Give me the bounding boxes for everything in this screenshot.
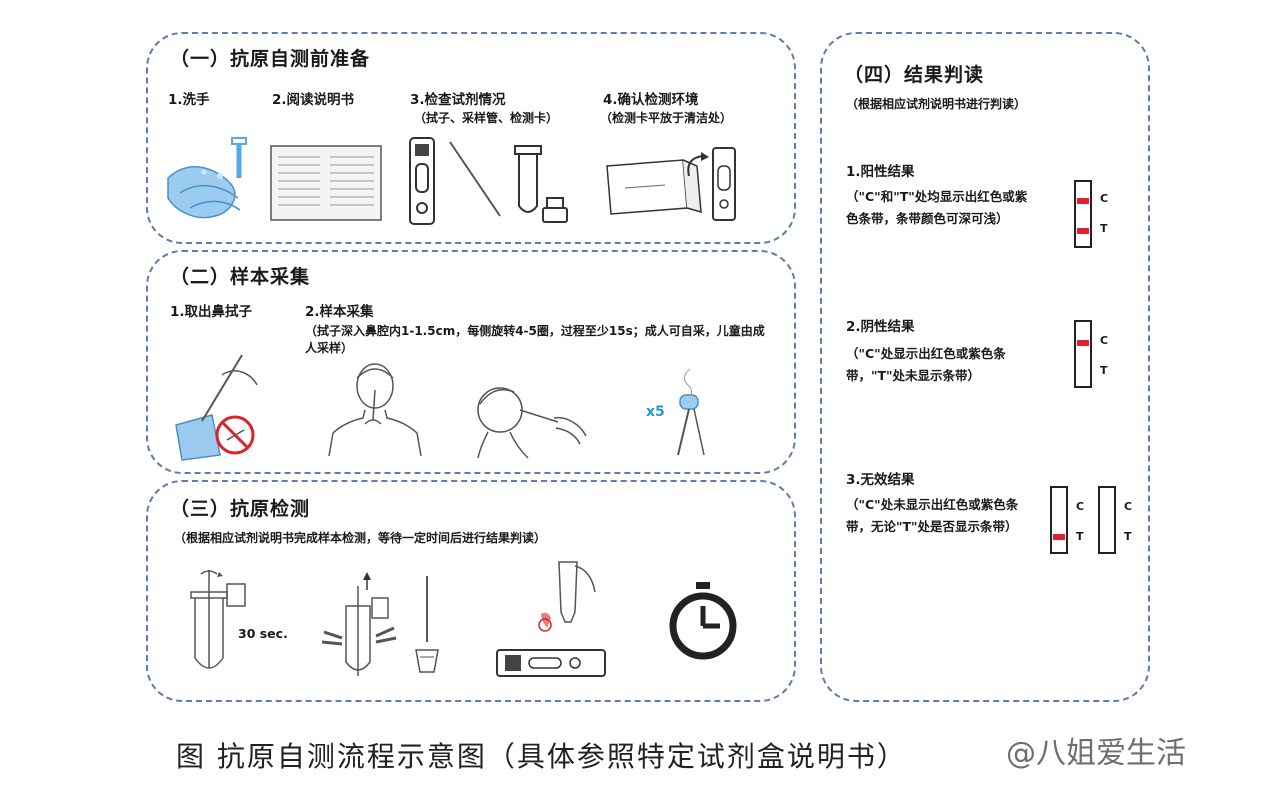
panel-result-reading-sub: （根据相应试剂说明书进行判读）: [846, 97, 1027, 111]
step-sample-collect-sub: （拭子深入鼻腔内1-1.5cm，每侧旋转4-5圈，过程至少15s；成人可自采，儿…: [305, 324, 765, 355]
panel-sampling: [146, 250, 796, 474]
step-wash-hands: 1.洗手: [168, 92, 210, 108]
invalid-test-strip-1: [1050, 486, 1068, 554]
result-positive-desc: （"C"和"T"处均显示出红色或紫色条带，条带颜色可深可浅）: [846, 189, 1028, 226]
invalid1-t-label: T: [1076, 530, 1084, 543]
step-read-manual: 2.阅读说明书: [272, 92, 355, 108]
adult-self-swab-illustration: [328, 363, 422, 457]
result-positive-title: 1.阳性结果: [846, 164, 915, 180]
positive-test-strip: [1074, 180, 1092, 248]
invalid-test-band: [1053, 534, 1065, 540]
step-check-kit-sub: （拭子、采样管、检测卡）: [414, 111, 559, 125]
panel-title-preparation: （一）抗原自测前准备: [170, 48, 371, 70]
step-check-env-sub: （检测卡平放于清洁处）: [600, 111, 733, 125]
child-swab-illustration: [477, 387, 587, 459]
panel-title-result-reading: （四）结果判读: [844, 64, 985, 86]
step-check-kit: 3.检查试剂情况: [410, 92, 506, 108]
invalid2-c-label: C: [1124, 500, 1133, 513]
negative-control-band: [1077, 340, 1089, 346]
invalid2-t-label: T: [1124, 530, 1132, 543]
rotate-times-label: x5: [646, 404, 665, 420]
result-invalid-desc: （"C"处未显示出红色或紫色条带，无论"T"处是否显示条带）: [846, 497, 1019, 534]
invalid-test-strip-2: [1098, 486, 1116, 554]
timer-seconds-label: 30 sec.: [238, 626, 288, 641]
kit-items-illustration: [409, 137, 568, 225]
squeeze-tube-illustration: [321, 572, 397, 676]
panel-preparation: [146, 32, 796, 244]
negative-t-label: T: [1100, 364, 1108, 377]
add-drops-illustration: [496, 561, 606, 677]
positive-c-label: C: [1100, 192, 1109, 205]
step-check-env: 4.确认检测环境: [603, 92, 699, 108]
result-invalid-title: 3.无效结果: [846, 472, 915, 488]
positive-control-band: [1077, 198, 1089, 204]
take-swab-illustration: [175, 354, 258, 461]
negative-c-label: C: [1100, 334, 1109, 347]
figure-caption: 图 抗原自测流程示意图（具体参照特定试剂盒说明书）: [176, 740, 907, 773]
clock-icon: [669, 582, 737, 660]
tube-mix-illustration: [190, 570, 246, 669]
panel-antigen-test: [146, 480, 796, 702]
result-negative-title: 2.阴性结果: [846, 319, 915, 335]
panel-title-sampling: （二）样本采集: [170, 266, 311, 288]
negative-test-strip: [1074, 320, 1092, 388]
wash-hands-illustration: [167, 137, 247, 219]
swab-rotate-illustration: [677, 368, 705, 456]
result-negative-desc: （"C"处显示出红色或紫色条带，"T"处未显示条带）: [846, 346, 1006, 383]
invalid1-c-label: C: [1076, 500, 1085, 513]
panel-antigen-test-sub: （根据相应试剂说明书完成样本检测，等待一定时间后进行结果判读）: [174, 531, 547, 545]
test-environment-illustration: [606, 147, 736, 221]
watermark: @八姐爱生活: [1006, 736, 1186, 771]
step-sample-collect: 2.样本采集: [305, 304, 374, 320]
panel-result-reading: [820, 32, 1150, 702]
step-take-swab: 1.取出鼻拭子: [170, 304, 253, 320]
dropper-tube-illustration: [415, 576, 439, 673]
positive-test-band: [1077, 228, 1089, 234]
manual-illustration: [270, 145, 382, 221]
positive-t-label: T: [1100, 222, 1108, 235]
panel-title-antigen-test: （三）抗原检测: [170, 498, 311, 520]
